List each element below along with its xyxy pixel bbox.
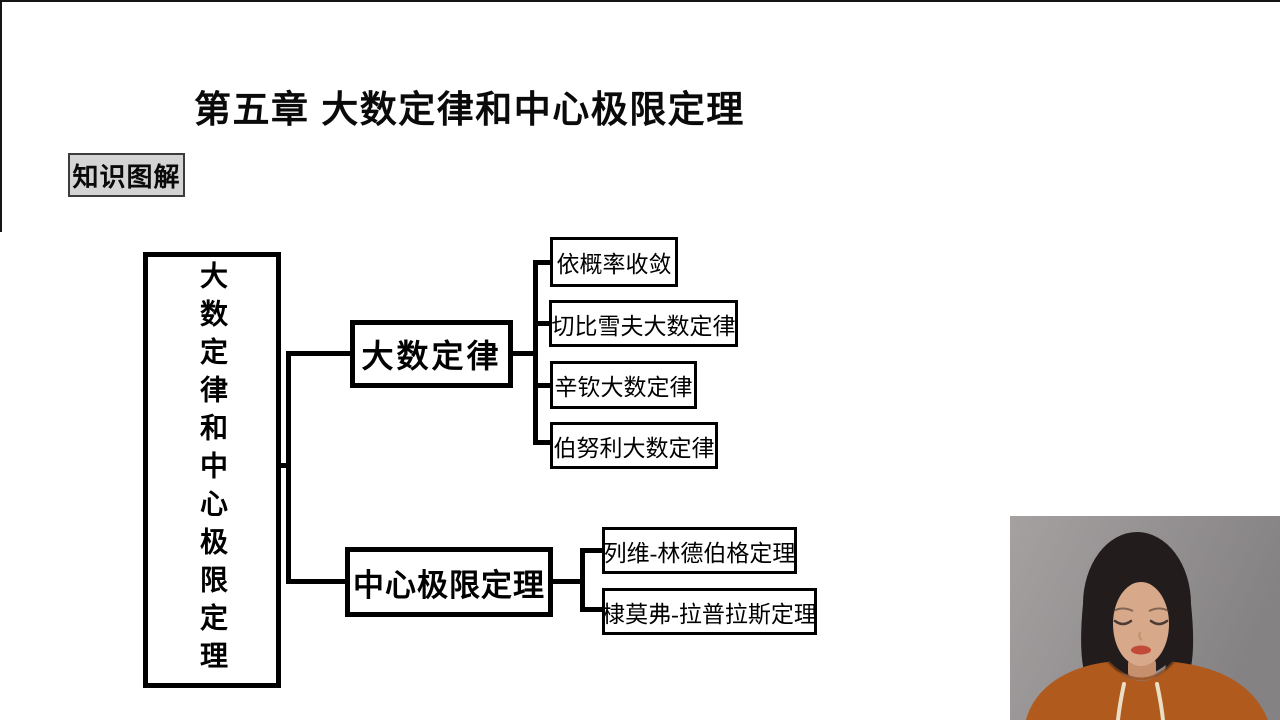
- leaf-label: 伯努利大数定律: [553, 435, 715, 461]
- chapter-title: 第五章 大数定律和中心极限定理: [194, 88, 745, 130]
- leaf-node-levy-lindeberg-theorem: 列维-林德伯格定理: [602, 527, 797, 574]
- diagram-root-node: 大数定律和中心极限定理: [143, 252, 281, 688]
- section-label-badge: 知识图解: [68, 153, 185, 197]
- connector-line: [585, 548, 602, 553]
- connector-line: [513, 351, 533, 356]
- connector-line: [286, 351, 291, 584]
- frame-edge-left: [0, 0, 2, 232]
- leaf-node-khinchin-lln: 辛钦大数定律: [550, 361, 697, 409]
- connector-line: [580, 548, 585, 612]
- diagram-root-label: 大数定律和中心极限定理: [197, 261, 228, 679]
- branch-label: 中心极限定理: [353, 567, 545, 603]
- connector-line: [538, 383, 550, 388]
- webcam-overlay: [1010, 516, 1280, 720]
- leaf-label: 辛钦大数定律: [554, 375, 693, 400]
- leaf-label: 依概率收敛: [556, 252, 672, 277]
- leaf-label: 切比雪夫大数定律: [551, 313, 736, 339]
- connector-line: [585, 607, 602, 612]
- connector-line: [291, 351, 350, 356]
- presenter-portrait: [1010, 516, 1280, 720]
- connector-line: [553, 579, 580, 584]
- branch-node-law-of-large-numbers: 大数定律: [350, 320, 513, 388]
- connector-line: [538, 321, 549, 326]
- hoodie-drawstring: [1116, 682, 1126, 720]
- leaf-node-bernoulli-lln: 伯努利大数定律: [550, 422, 718, 469]
- leaf-label: 棣莫弗-拉普拉斯定理: [602, 601, 817, 627]
- branch-node-central-limit-theorem: 中心极限定理: [345, 547, 553, 617]
- connector-line: [281, 463, 290, 468]
- leaf-node-chebyshev-lln: 切比雪夫大数定律: [549, 300, 738, 347]
- leaf-label: 列维-林德伯格定理: [603, 540, 796, 566]
- leaf-node-convergence-in-probability: 依概率收敛: [550, 237, 678, 287]
- frame-edge-top: [0, 0, 1280, 2]
- connector-line: [538, 260, 550, 265]
- branch-label: 大数定律: [361, 338, 502, 374]
- presenter-face: [1112, 582, 1170, 666]
- hoodie-drawstring: [1155, 682, 1165, 720]
- section-label-text: 知识图解: [72, 161, 181, 192]
- connector-line: [291, 579, 345, 584]
- leaf-node-de-moivre-laplace-theorem: 棣莫弗-拉普拉斯定理: [602, 588, 817, 635]
- connector-line: [538, 440, 550, 445]
- connector-line: [533, 260, 538, 445]
- presenter-hoodie: [1026, 660, 1268, 720]
